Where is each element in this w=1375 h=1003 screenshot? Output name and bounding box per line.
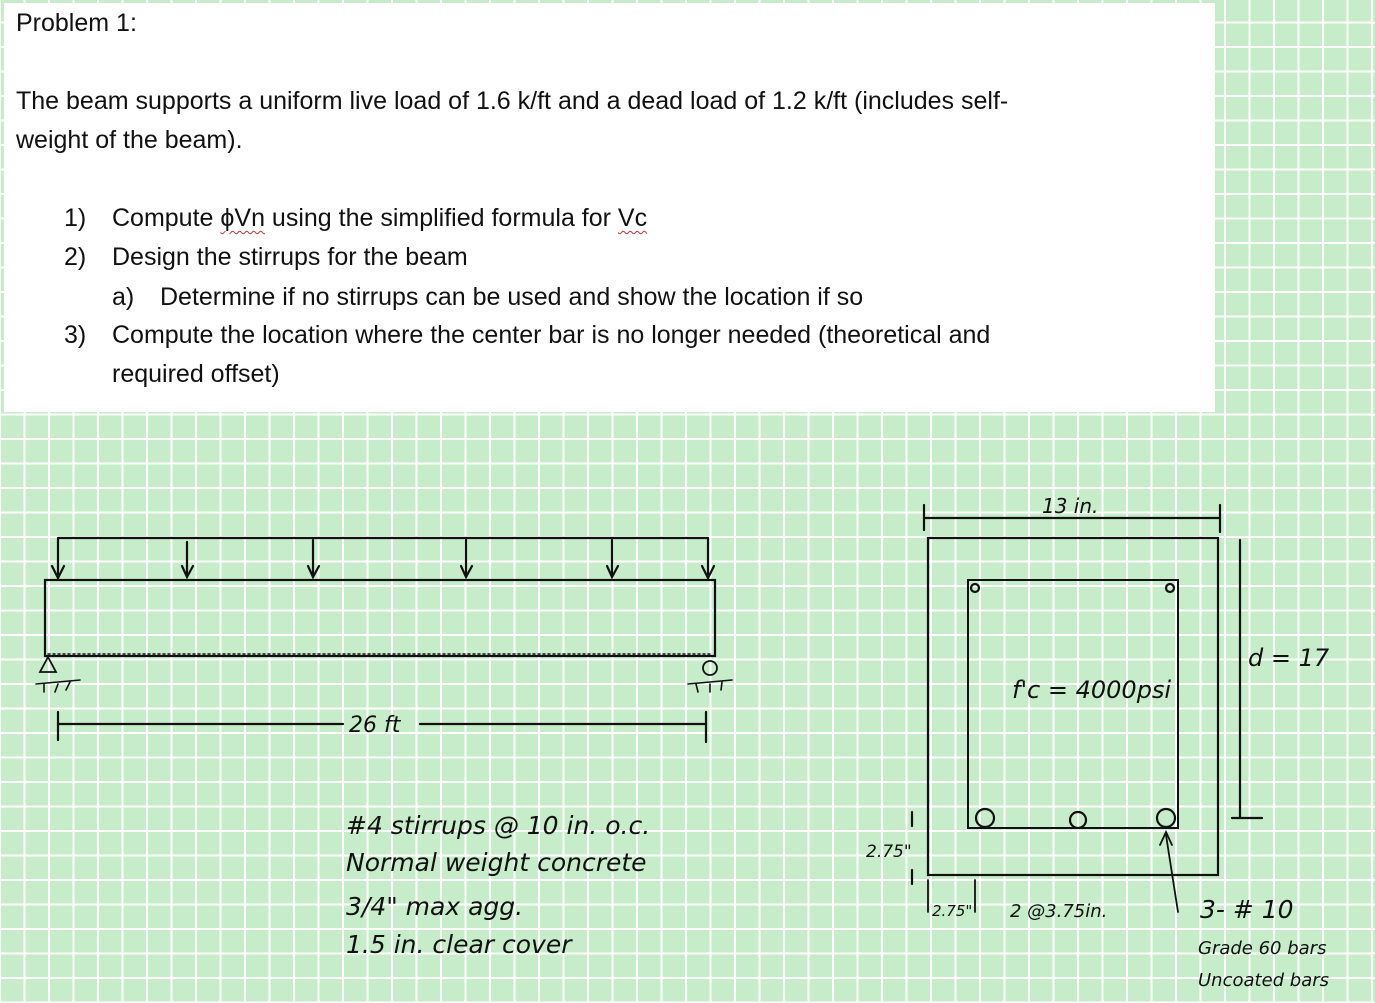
top-bar [1164,582,1176,594]
item-1-vc: Vc [617,204,648,232]
span-label: 26 ft [349,713,402,738]
problem-title: Problem 1: [16,9,137,37]
problem-statement-line2: weight of the beam). [16,126,243,154]
item-2-text: Design the stirrups for the beam [112,243,468,271]
note-stirrups: #4 stirrups @ 10 in. o.c. [346,811,650,840]
beam-body [43,578,717,658]
bottom-bar-center [1068,810,1088,830]
note-concrete: Normal weight concrete [346,848,647,877]
roller-support [702,660,718,676]
support-ground-hatch [35,679,81,693]
bottom-bar-left [974,807,996,829]
item-1-phivn: ϕVn [220,204,265,232]
item-2a-text: Determine if no stirrups can be used and… [160,283,864,311]
beam-elevation [35,536,733,744]
load-arrowhead [306,564,321,580]
bar-callout-leader [1165,834,1179,913]
item-1-mid: using the simplified formula for [264,204,618,232]
bottom-cover-label: 2.75" [866,842,912,862]
pin-support [38,655,58,673]
top-bar [969,582,981,594]
support-ground-hatch [687,679,733,693]
bars-label: 3- # 10 [1200,895,1294,924]
bar-callout-arrowhead [1159,829,1173,846]
beam-cross-section [910,503,1264,913]
bars-coating-label: Uncoated bars [1198,970,1329,991]
item-3-text-line1: Compute the location where the center ba… [112,321,991,349]
item-3-text-line2: required offset) [112,360,280,388]
note-cover: 1.5 in. clear cover [346,930,573,959]
concrete-strength-label: f'c = 4000psi [1012,676,1171,704]
load-arrowhead [459,564,474,580]
note-aggregate: 3/4" max agg. [346,892,523,921]
bottom-bar-right [1155,807,1177,829]
load-arrowhead [605,564,620,580]
item-2-number: 2) [64,243,87,271]
side-cover-label: 2.75" [932,902,972,920]
section-outline [926,536,1220,877]
item-1-pre: Compute [112,204,221,232]
problem-text-panel [4,3,1215,412]
section-width-label: 13 in. [1042,494,1098,518]
item-2a-number: a) [112,283,135,311]
item-1-text: Compute ϕVn using the simplified formula… [112,204,647,233]
load-arrowhead [700,564,716,581]
bar-spacing-label: 2 @3.75in. [1010,901,1107,922]
load-arrowhead [180,564,195,580]
effective-depth-label: d = 17 [1248,644,1330,672]
problem-statement-line1: The beam supports a uniform live load of… [16,87,1009,115]
item-3-number: 3) [64,321,87,349]
load-arrowhead [50,564,66,581]
item-1-number: 1) [64,204,87,232]
bars-grade-label: Grade 60 bars [1198,938,1326,959]
stirrup-outline [967,579,1179,829]
